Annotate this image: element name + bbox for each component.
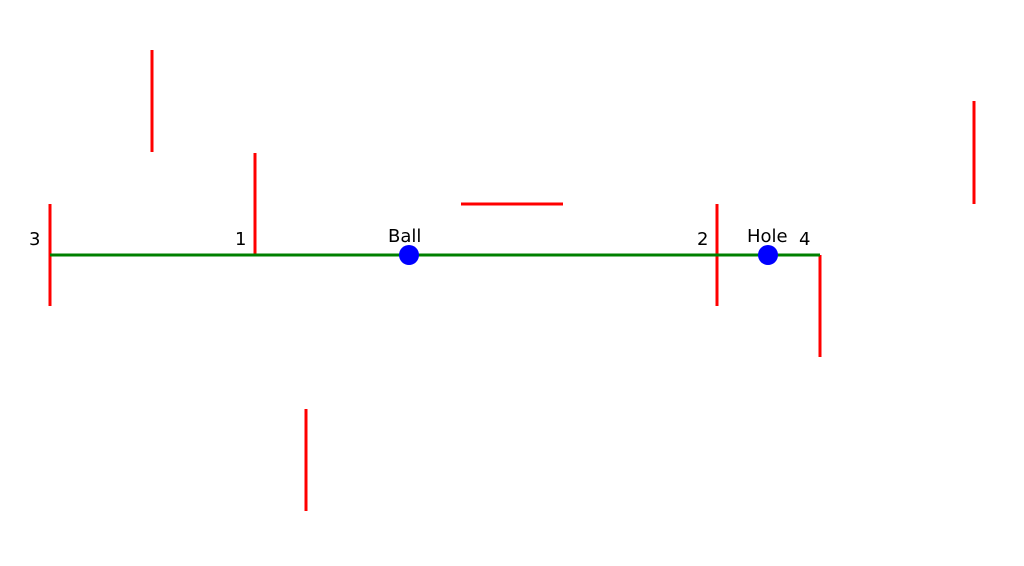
hole-label: Hole	[747, 226, 788, 247]
label-3: 3	[29, 229, 41, 250]
label-4: 4	[799, 229, 811, 250]
label-2: 2	[697, 229, 709, 250]
ball-marker	[399, 245, 419, 265]
ball-label: Ball	[388, 226, 422, 247]
hole-marker	[758, 245, 778, 265]
label-1: 1	[235, 229, 247, 250]
